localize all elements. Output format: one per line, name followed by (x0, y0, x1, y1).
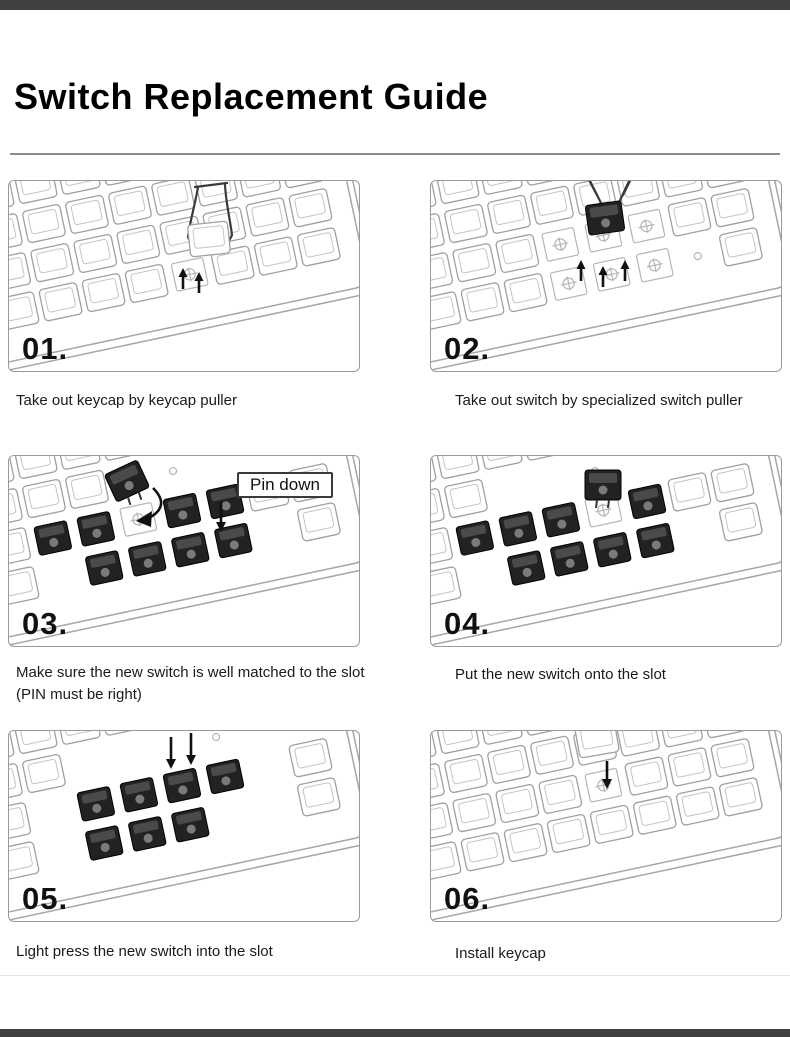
step-caption-3: Make sure the new switch is well matched… (16, 664, 365, 703)
step-caption-5: Light press the new switch into the slot (16, 943, 273, 960)
bottom-bar (0, 1029, 790, 1037)
step-number-2: 02. (444, 331, 491, 366)
keyboard-illustration-step-5 (9, 731, 359, 921)
keyboard-illustration-step-4 (431, 456, 781, 646)
page-title: Switch Replacement Guide (14, 76, 489, 117)
step-caption-4: Put the new switch onto the slot (455, 666, 666, 683)
step-caption-6: Install keycap (455, 945, 546, 962)
step-caption-2: Take out switch by specialized switch pu… (455, 392, 743, 409)
step-panel-2: 02. (430, 180, 782, 372)
step-caption-1: Take out keycap by keycap puller (16, 392, 237, 409)
top-bar (0, 0, 790, 10)
keyboard-illustration-step-2 (431, 181, 781, 371)
keyboard-illustration-step-6 (431, 731, 781, 921)
step-panel-3: Pin down 03. (8, 455, 360, 647)
title-divider (10, 153, 780, 155)
step-panel-1: 01. (8, 180, 360, 372)
step-number-3: 03. (22, 606, 69, 641)
step-panel-6: 06. (430, 730, 782, 922)
step-number-6: 06. (444, 881, 491, 916)
step-panel-4: 04. (430, 455, 782, 647)
step-number-1: 01. (22, 331, 69, 366)
footer-divider (0, 975, 790, 976)
step-number-5: 05. (22, 881, 69, 916)
pin-down-label: Pin down (237, 472, 333, 498)
keyboard-illustration-step-1 (9, 181, 359, 371)
step-number-4: 04. (444, 606, 491, 641)
step-panel-5: 05. (8, 730, 360, 922)
